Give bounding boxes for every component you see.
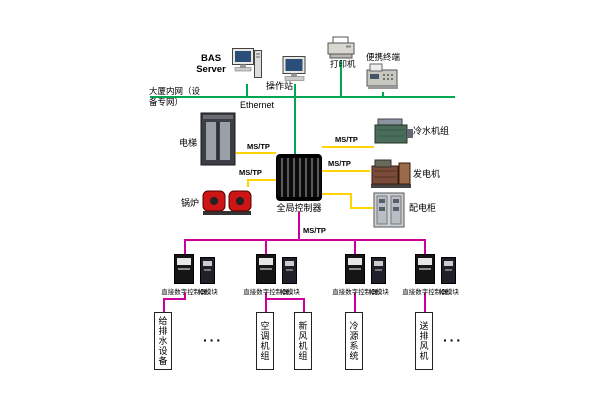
- fieldbus-drop-2: [265, 241, 267, 254]
- io-module-label-3: IO模块: [369, 289, 389, 296]
- mstp-line-cabinet-v: [350, 193, 352, 209]
- portable-terminal-icon: [366, 63, 398, 89]
- elevator-label: 电梯: [179, 138, 198, 148]
- fieldbus-drop-1: [184, 241, 186, 254]
- ddc-icon-2: [256, 254, 276, 284]
- ddc-label-1: 直接数字控制器: [161, 289, 207, 296]
- ellipsis-1: ···: [203, 332, 223, 348]
- bas-server-icon: [232, 48, 262, 78]
- ethernet-line: [150, 96, 455, 98]
- mstp-label-chiller: MS/TP: [335, 135, 358, 144]
- mstp-label-elevator: MS/TP: [247, 142, 270, 151]
- io-module-icon-2: [282, 257, 297, 284]
- printer-icon: [327, 36, 355, 59]
- fieldbus-drop-3: [354, 241, 356, 254]
- zone-line-5: [424, 293, 426, 312]
- mstp-line-cabinet-h1: [322, 193, 352, 195]
- io-module-label-4: IO模块: [439, 289, 459, 296]
- operator-station-label: 操作站: [266, 81, 294, 91]
- ddc-icon-1: [174, 254, 194, 284]
- io-module-icon-4: [441, 257, 456, 284]
- zone-line-4: [354, 293, 356, 312]
- global-controller-label: 全局控制器: [276, 203, 322, 213]
- ddc-icon-4: [415, 254, 435, 284]
- printer-label: 打印机: [330, 59, 356, 69]
- terminal-drop-line: [382, 92, 384, 97]
- boiler-icon: [202, 190, 252, 215]
- zone-line-3b: [303, 298, 305, 312]
- io-module-label-1: IO模块: [198, 289, 218, 296]
- zone-box-cooling: 冷源系统: [345, 312, 363, 370]
- intranet-label: 大厦内网（设备专网）: [149, 86, 201, 107]
- bas-server-label: BAS Server: [196, 53, 226, 75]
- fieldbus-riser: [298, 212, 300, 241]
- ddc-label-4: 直接数字控制器: [402, 289, 448, 296]
- generator-icon: [371, 159, 411, 188]
- server-drop-line: [246, 84, 248, 97]
- mstp-label-boiler: MS/TP: [239, 168, 262, 177]
- mstp-line-boiler-v: [247, 179, 249, 187]
- portable-terminal-label: 便携终端: [366, 52, 401, 62]
- ethernet-label: Ethernet: [240, 100, 275, 110]
- zone-line-1a: [184, 293, 186, 300]
- ellipsis-2: ···: [443, 332, 463, 348]
- power-cabinet-icon: [373, 192, 405, 228]
- ddc-label-3: 直接数字控制器: [332, 289, 378, 296]
- io-module-label-2: IO模块: [280, 289, 300, 296]
- boiler-label: 锅炉: [181, 198, 200, 208]
- ddc-icon-3: [345, 254, 365, 284]
- controller-uplink-line: [294, 84, 296, 155]
- mstp-line-generator: [322, 170, 370, 172]
- chiller-label: 冷水机组: [413, 126, 450, 136]
- global-controller-icon: [276, 154, 322, 201]
- generator-label: 发电机: [413, 169, 441, 179]
- mstp-label-generator: MS/TP: [328, 159, 351, 168]
- zone-line-3a: [265, 298, 305, 300]
- zone-box-exhaust-fan: 送排风机: [415, 312, 433, 370]
- zone-box-water-supply: 给排水设备: [154, 312, 172, 370]
- operator-station-icon: [282, 56, 306, 81]
- zone-box-fresh-air: 新风机组: [294, 312, 312, 370]
- ddc-label-2: 直接数字控制器: [243, 289, 289, 296]
- mstp-line-elevator: [236, 152, 276, 154]
- mstp-label-fieldbus: MS/TP: [303, 226, 326, 235]
- io-module-icon-3: [371, 257, 386, 284]
- chiller-icon: [374, 118, 413, 144]
- fieldbus-line: [184, 239, 426, 241]
- mstp-line-chiller: [322, 146, 374, 148]
- zone-box-ahu: 空调机组: [256, 312, 274, 370]
- mstp-line-boiler-h: [247, 179, 276, 181]
- io-module-icon-1: [200, 257, 215, 284]
- zone-line-1b: [163, 298, 186, 300]
- fieldbus-drop-4: [424, 241, 426, 254]
- power-cabinet-label: 配电柜: [409, 203, 437, 213]
- zone-line-1c: [163, 298, 165, 312]
- elevator-icon: [200, 112, 236, 166]
- zone-line-2: [265, 293, 267, 312]
- printer-drop-line: [340, 60, 342, 97]
- mstp-line-cabinet-h2: [350, 207, 373, 209]
